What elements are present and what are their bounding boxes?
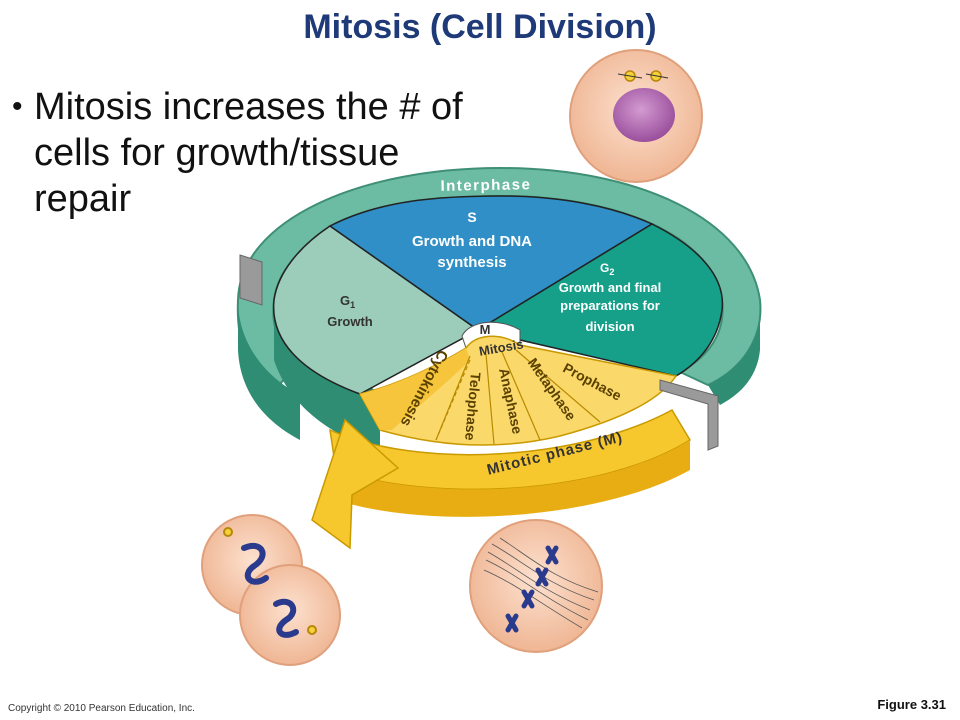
dividing-cell-illustration (201, 514, 341, 666)
interphase-cell-illustration (569, 49, 703, 183)
s-phase-label: S (467, 209, 476, 225)
g1-label: G1 (340, 293, 355, 310)
g2-desc-line1: Growth and final (559, 280, 662, 295)
g2-desc-line2: preparations for (560, 298, 660, 313)
telophase-label: Telophase (462, 372, 484, 442)
copyright-notice: Copyright © 2010 Pearson Education, Inc. (8, 703, 195, 714)
bullet-point: • Mitosis increases the # of cells for g… (12, 84, 502, 222)
figure-number: Figure 3.31 (877, 697, 946, 712)
slide-title: Mitosis (Cell Division) (303, 8, 657, 46)
cycle-wheel (236, 166, 762, 550)
bullet-text: Mitosis increases the # of cells for gro… (34, 86, 463, 220)
bullet-marker: • (12, 90, 23, 123)
g2-label: G2 (600, 261, 614, 277)
s-phase-desc-line2: synthesis (437, 254, 506, 271)
metaphase-cell-illustration (469, 519, 603, 653)
interphase-label: Interphase (440, 176, 531, 195)
s-phase-desc-line1: Growth and DNA (412, 233, 532, 250)
g1-desc: Growth (327, 314, 373, 329)
m-label: M (480, 322, 491, 337)
g2-desc-line3: division (585, 319, 634, 334)
